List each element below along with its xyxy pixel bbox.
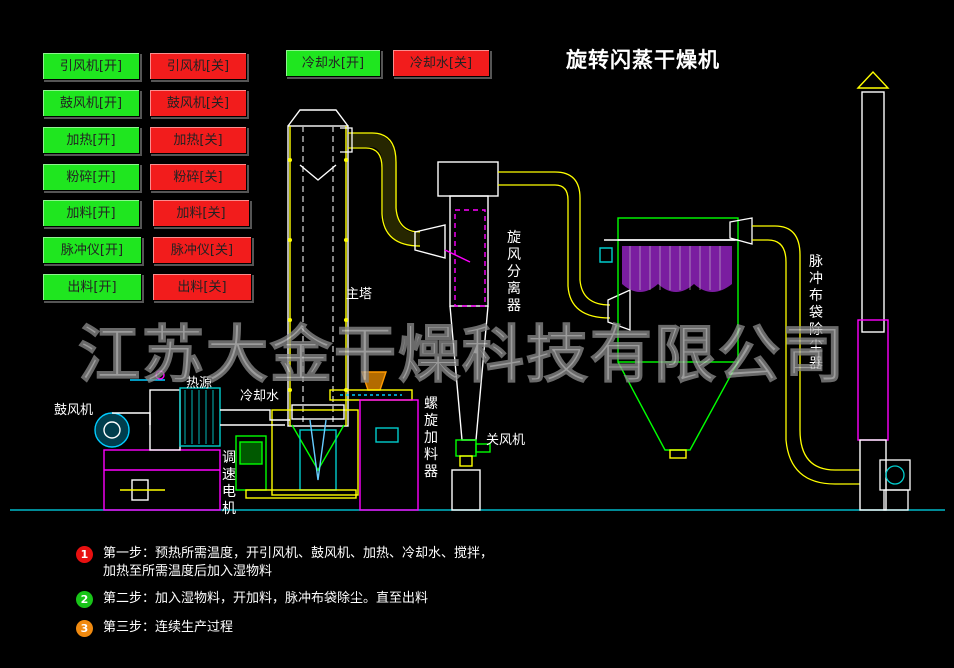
induced-fan-on-button[interactable]: 引风机[开] [42, 52, 140, 80]
exhaust-stack [856, 70, 890, 511]
filter-bags [622, 246, 732, 292]
pulse-off-button[interactable]: 脉冲仪[关] [152, 236, 252, 264]
blower-label: 鼓风机 [54, 403, 94, 418]
step-2: 2 第二步：加入湿物料，开加料，脉冲布袋除尘。直至出料 [76, 590, 428, 608]
discharge-off-button[interactable]: 出料[关] [152, 273, 252, 301]
step-2-text: 第二步：加入湿物料，开加料，脉冲布袋除尘。直至出料 [103, 591, 429, 606]
bag-filter-label: 脉冲布袋除尘器 [809, 254, 823, 372]
cooling-water-off-button[interactable]: 冷却水[关] [392, 49, 490, 77]
step-3: 3 第三步：连续生产过程 [76, 619, 233, 637]
discharge-on-button[interactable]: 出料[开] [42, 273, 142, 301]
airlock [451, 439, 491, 511]
main-tower [287, 109, 349, 427]
cooling-water-label: 冷却水 [240, 389, 280, 404]
induced-fan [879, 459, 911, 511]
company-watermark: 江苏大金干燥科技有限公司 [77, 318, 847, 392]
step-1-badge: 1 [76, 546, 93, 563]
blower-unit [94, 412, 221, 511]
induced-fan-off-button[interactable]: 引风机[关] [149, 52, 247, 80]
feed-on-button[interactable]: 加料[开] [42, 199, 140, 227]
heat-on-button[interactable]: 加热[开] [42, 126, 140, 154]
airlock-fan-label: 关风机 [486, 433, 526, 448]
feed-off-button[interactable]: 加料[关] [152, 199, 250, 227]
step-3-badge: 3 [76, 620, 93, 637]
step-1-text-line2: 加热至所需温度后加入湿物料 [103, 564, 273, 579]
tower-base [271, 404, 359, 496]
screw-feeder-label: 螺旋加料器 [424, 396, 438, 480]
step-3-text: 第三步：连续生产过程 [103, 620, 234, 635]
heat-off-button[interactable]: 加热[关] [149, 126, 247, 154]
speed-motor-label: 调速电机 [222, 450, 236, 517]
speed-motor [235, 435, 357, 499]
heat-source [130, 370, 290, 451]
blower-off-button[interactable]: 鼓风机[关] [149, 89, 247, 117]
screw-feeder [329, 371, 419, 511]
heat-source-label: 热源 [186, 376, 213, 391]
step-2-badge: 2 [76, 591, 93, 608]
page-title: 旋转闪蒸干燥机 [566, 48, 720, 72]
crush-off-button[interactable]: 粉碎[关] [149, 163, 247, 191]
bag-filter [599, 217, 739, 459]
step-1-text: 第一步：预热所需温度，开引风机、鼓风机、加热、冷却水、搅拌， [103, 546, 494, 561]
step-1: 1 第一步：预热所需温度，开引风机、鼓风机、加热、冷却水、搅拌， 加热至所需温度… [76, 545, 493, 581]
cyclone-label: 旋风分离器 [507, 230, 521, 314]
main-tower-label: 主塔 [346, 287, 373, 302]
crush-on-button[interactable]: 粉碎[开] [42, 163, 140, 191]
blower-on-button[interactable]: 鼓风机[开] [42, 89, 140, 117]
pulse-on-button[interactable]: 脉冲仪[开] [42, 236, 142, 264]
cooling-water-on-button[interactable]: 冷却水[开] [285, 49, 381, 77]
